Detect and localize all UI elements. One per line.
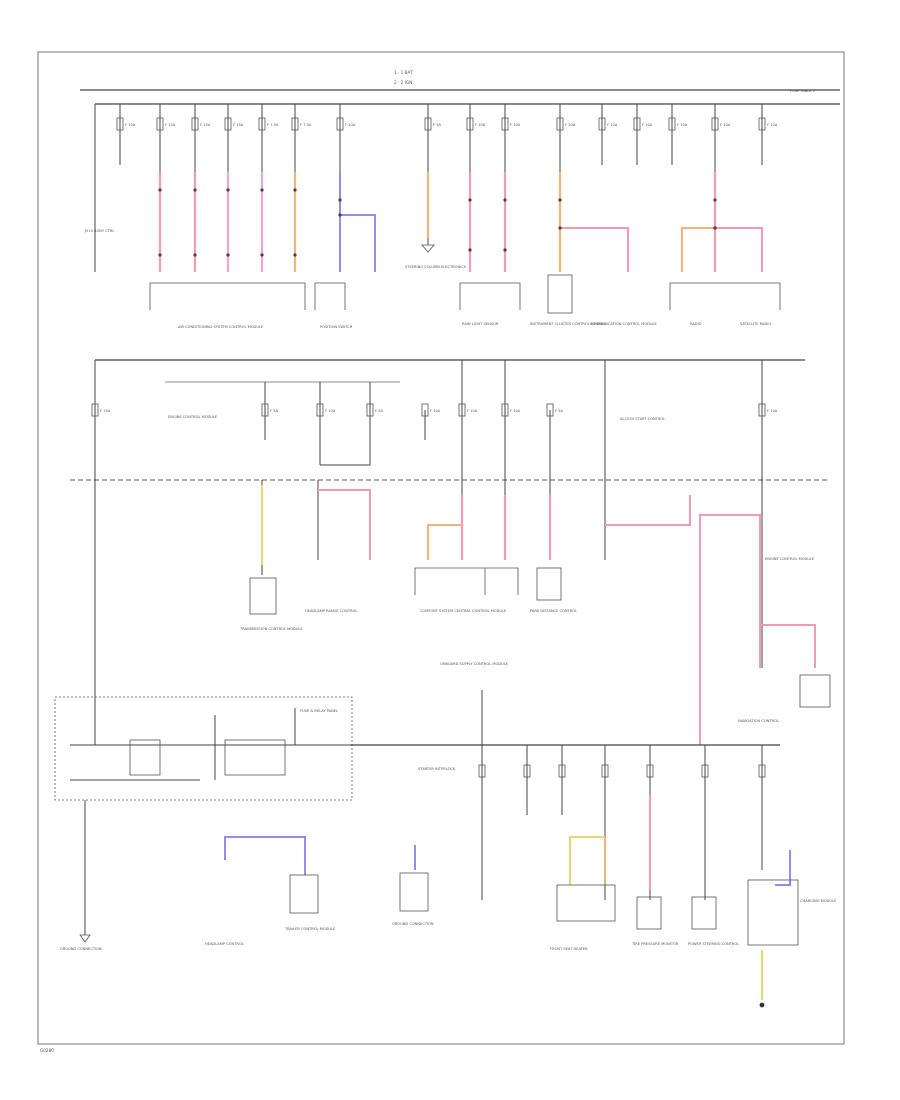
module-label: ONBOARD SUPPLY CONTROL MODULE xyxy=(440,662,509,666)
fuse-label: F 5A xyxy=(555,409,563,413)
module-label: GROUND CONNECTION xyxy=(60,947,102,951)
module-label: CHARGING MODULE xyxy=(800,899,837,903)
fuse-label: F 15A xyxy=(165,123,176,127)
module-label: GROUND CONNECTION xyxy=(392,922,434,926)
wire-red xyxy=(560,227,629,272)
fuse-label: F 20A xyxy=(565,123,576,127)
fuse-label: F 5A xyxy=(375,409,383,413)
header-line-1: 1 · 1 BAT xyxy=(394,70,413,75)
top-connector-pins xyxy=(158,188,717,257)
module-label: COMMUNICATION CONTROL MODULE xyxy=(590,322,658,326)
module-label: TIRE PRESSURE MONITOR xyxy=(631,942,679,946)
wire-red xyxy=(318,489,371,560)
top-module-boxes xyxy=(149,244,781,314)
fuse-label: F 15A xyxy=(233,123,244,127)
fuse-label: F 10A xyxy=(467,409,478,413)
fuse-label: F 10A xyxy=(125,123,136,127)
fuse-label: F 10A xyxy=(720,123,731,127)
ground-icon xyxy=(79,934,765,1008)
module-label: FUSE & RELAY PANEL xyxy=(300,709,338,713)
module-label: RAIN LIGHT SENSOR xyxy=(462,322,499,326)
module-label: INSTRUMENT CLUSTER CONTROL MODULE xyxy=(530,322,607,326)
footer-code: G0280 xyxy=(40,1048,54,1053)
fuse-label: F 10A xyxy=(475,123,486,127)
fuse-label: F 10A xyxy=(767,409,778,413)
module-label: J519 BODY CTRL xyxy=(84,229,114,233)
wire-red xyxy=(699,514,761,745)
wire-red xyxy=(605,495,691,526)
module-label: POWER STEERING CONTROL xyxy=(688,942,739,946)
bottom-module-boxes xyxy=(289,872,799,946)
module-label: FRONT SEAT HEATER xyxy=(550,947,588,951)
module-label: TRAILER CONTROL MODULE xyxy=(284,927,336,931)
fuse-label: F 10A xyxy=(345,123,356,127)
header-line-2: 2 · 2 IGN xyxy=(394,80,412,85)
diagram-frame xyxy=(37,51,845,1045)
fuse-label: F 5A xyxy=(433,123,441,127)
wire-blue xyxy=(775,850,791,886)
fuse-label: F 10A xyxy=(677,123,688,127)
fuse-label: F 10A xyxy=(430,409,441,413)
relay-box xyxy=(54,696,353,801)
bottom-module-labels: ONBOARD SUPPLY CONTROL MODULE STARTER IN… xyxy=(60,662,837,951)
bottom-colored-wires xyxy=(224,795,791,1000)
module-label: ENGINE CONTROL MODULE xyxy=(168,415,218,419)
module-label: HEADLAMP RANGE CONTROL xyxy=(305,609,357,613)
mid-fuse-symbols xyxy=(91,403,766,417)
module-label: TRANSMISSION CONTROL MODULE xyxy=(239,627,303,631)
wire-blue xyxy=(224,836,306,875)
fuse-label: F 10A xyxy=(642,123,653,127)
wire-red xyxy=(760,624,816,668)
module-label: PARK DISTANCE CONTROL xyxy=(530,609,577,613)
module-label: NAVIGATION CONTROL xyxy=(738,719,779,723)
fuse-label: F 10A xyxy=(510,123,521,127)
top-colored-wires xyxy=(158,172,763,272)
mid-module-boxes xyxy=(249,567,831,708)
module-label: STARTER INTERLOCK xyxy=(418,767,456,771)
header-right-tag: FUSE TABLE 2 xyxy=(790,89,815,93)
fuse-label: F 10A xyxy=(607,123,618,127)
fuse-label: F 10A xyxy=(510,409,521,413)
fuse-label: F 15A xyxy=(200,123,211,127)
fuse-label: F 7.5A xyxy=(300,123,312,127)
fuse-label: F 10A xyxy=(767,123,778,127)
mid-colored-wires xyxy=(260,485,816,745)
wire-blue xyxy=(340,214,376,272)
mid-module-labels: ENGINE CONTROL MODULE TRANSMISSION CONTR… xyxy=(168,415,815,631)
module-label: AIR CONDITIONING SYSTEM CONTROL MODULE xyxy=(178,325,264,329)
module-label: HEADLAMP CONTROL xyxy=(205,942,244,946)
fuse-label: F 7.5A xyxy=(267,123,279,127)
module-label: POSITION SWITCH xyxy=(320,325,353,329)
module-label: STEERING COLUMN ELECTRONICS xyxy=(405,265,467,269)
bottom-fuse-symbols xyxy=(478,764,766,778)
relay-internals xyxy=(70,708,350,781)
fuse-label: F 15A xyxy=(100,409,111,413)
fuse-label: F 5A xyxy=(270,409,278,413)
wire-orange xyxy=(427,524,462,560)
fuse-label: F 10A xyxy=(325,409,336,413)
module-label: COMFORT SYSTEM CENTRAL CONTROL MODULE xyxy=(420,609,507,613)
top-fuse-symbols xyxy=(116,117,766,131)
module-label: ACCESS START CONTROL xyxy=(620,417,665,421)
wire-yellow xyxy=(569,836,605,885)
top-module-labels: J519 BODY CTRL AIR CONDITIONING SYSTEM C… xyxy=(84,229,771,329)
wire-orange xyxy=(681,227,715,272)
wire-red xyxy=(715,227,763,272)
mid-fuse-labels: F 15A F 5A F 10A F 5A F 10A F 10A F 10A … xyxy=(100,409,778,413)
module-label: RADIO xyxy=(690,322,702,326)
module-label: SATELLITE RADIO xyxy=(740,322,771,326)
module-label: ENGINE CONTROL MODULE xyxy=(765,557,815,561)
bottom-fuse-drops xyxy=(526,745,763,900)
top-fuse-labels: F 10A F 15A F 15A F 15A F 7.5A F 7.5A F … xyxy=(125,123,778,127)
